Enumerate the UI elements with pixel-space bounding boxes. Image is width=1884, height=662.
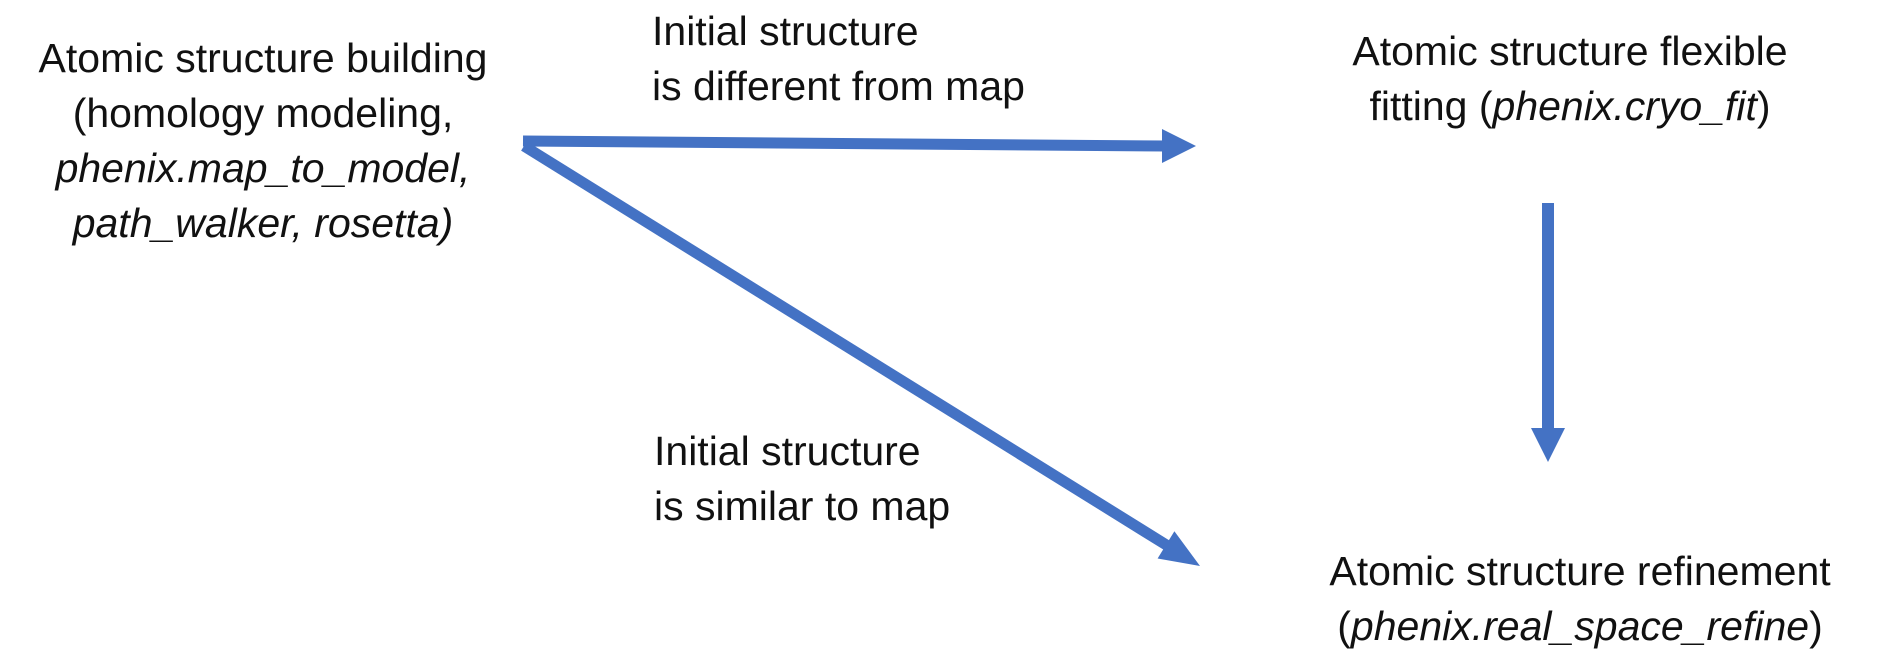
node-refinement-line2: (phenix.real_space_refine) [1280, 599, 1880, 654]
node-structure-building-line4: path_walker, rosetta) [72, 200, 454, 246]
edge-label-different-line1: Initial structure [652, 8, 919, 54]
node-flexible-fitting-line2-prefix: fitting ( [1369, 83, 1493, 129]
node-flexible-fitting-line2-italic: phenix.cryo_fit [1492, 83, 1757, 129]
edge-label-similar-line1: Initial structure [654, 428, 921, 474]
node-structure-building-line3: phenix.map_to_model, [55, 145, 471, 191]
node-flexible-fitting-line1: Atomic structure flexible [1352, 28, 1788, 74]
edge-label-different: Initial structure is different from map [652, 4, 1025, 114]
node-refinement-line2-suffix: ) [1809, 603, 1823, 649]
node-refinement-line2-prefix: ( [1337, 603, 1351, 649]
node-flexible-fitting: Atomic structure flexible fitting (pheni… [1275, 24, 1865, 134]
edge-label-similar-line2: is similar to map [654, 483, 951, 529]
node-refinement: Atomic structure refinement (phenix.real… [1280, 544, 1880, 654]
arrow-building-to-refinement [521, 141, 1200, 566]
arrow-building-to-fitting [522, 129, 1196, 163]
edge-label-different-line2: is different from map [652, 63, 1025, 109]
arrow-building-to-refinement-head [1157, 531, 1200, 566]
arrow-fitting-to-refinement [1531, 203, 1565, 462]
arrow-building-to-refinement-shaft [521, 141, 1171, 551]
edge-label-similar: Initial structure is similar to map [654, 424, 950, 534]
node-structure-building-line1: Atomic structure building [38, 35, 488, 81]
node-flexible-fitting-line2-suffix: ) [1756, 83, 1771, 129]
arrow-building-to-fitting-head [1162, 129, 1196, 163]
node-refinement-line1: Atomic structure refinement [1329, 548, 1831, 594]
node-structure-building-line2: (homology modeling, [72, 90, 454, 136]
arrow-fitting-to-refinement-head [1531, 428, 1565, 462]
node-flexible-fitting-line2: fitting (phenix.cryo_fit) [1275, 79, 1865, 134]
node-structure-building: Atomic structure building (homology mode… [8, 31, 518, 251]
arrow-building-to-fitting-shaft [522, 135, 1167, 152]
node-refinement-line2-italic: phenix.real_space_refine [1350, 603, 1810, 649]
